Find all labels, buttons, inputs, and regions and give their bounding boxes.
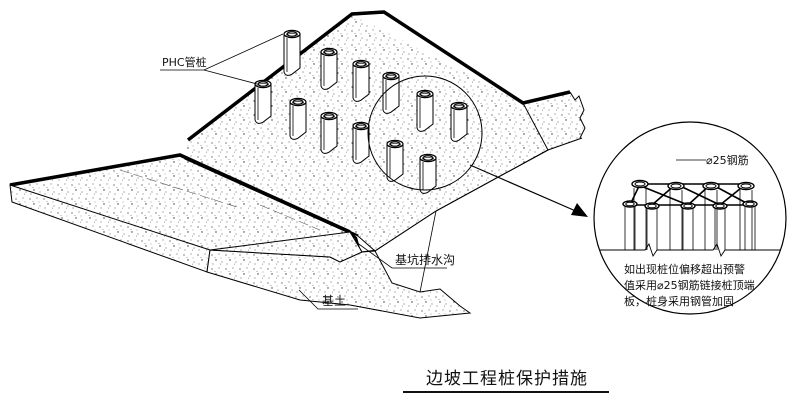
phc-pile bbox=[419, 153, 437, 194]
rebar-label: ⌀25钢筋 bbox=[706, 153, 749, 167]
phc-pile bbox=[382, 71, 400, 114]
lower-platform bbox=[9, 153, 375, 257]
title-underline bbox=[403, 391, 609, 393]
detail-bubble: ⌀25钢筋 如出现桩位偏移超出预警 值采用⌀25钢筋链接桩顶端 板，桩身采用钢管… bbox=[593, 121, 787, 315]
front-faces bbox=[9, 137, 583, 319]
phc-pile bbox=[254, 79, 272, 124]
phc-pile bbox=[320, 47, 338, 90]
phc-pile-callout: PHC管桩 bbox=[160, 33, 284, 85]
phc-pile bbox=[352, 121, 370, 164]
drain-label: 基坑排水沟 bbox=[395, 252, 455, 267]
zoom-source-circle bbox=[367, 75, 483, 191]
note-line-3: 板，桩身采用钢管加固 bbox=[624, 294, 734, 308]
zoom-arrow bbox=[469, 164, 588, 217]
drain-callout: 基坑排水沟 bbox=[355, 241, 455, 269]
note-line-2: 值采用⌀25钢筋链接桩顶端 bbox=[624, 278, 755, 292]
phc-pile bbox=[283, 29, 301, 76]
note-line-1: 如出现桩位偏移超出预警 bbox=[624, 262, 745, 276]
phc-pile bbox=[320, 111, 338, 154]
diagram-title: 边坡工程桩保护措施 bbox=[426, 369, 588, 389]
phc-pile bbox=[416, 89, 434, 132]
phc-pile bbox=[352, 59, 370, 102]
phc-pile-group bbox=[254, 29, 468, 194]
base-soil-callout: 基土 bbox=[298, 289, 358, 310]
base-soil-label: 基土 bbox=[322, 294, 346, 308]
phc-pile-label: PHC管桩 bbox=[162, 55, 207, 69]
phc-pile bbox=[450, 101, 468, 142]
phc-pile bbox=[386, 139, 404, 182]
phc-pile bbox=[289, 97, 307, 140]
